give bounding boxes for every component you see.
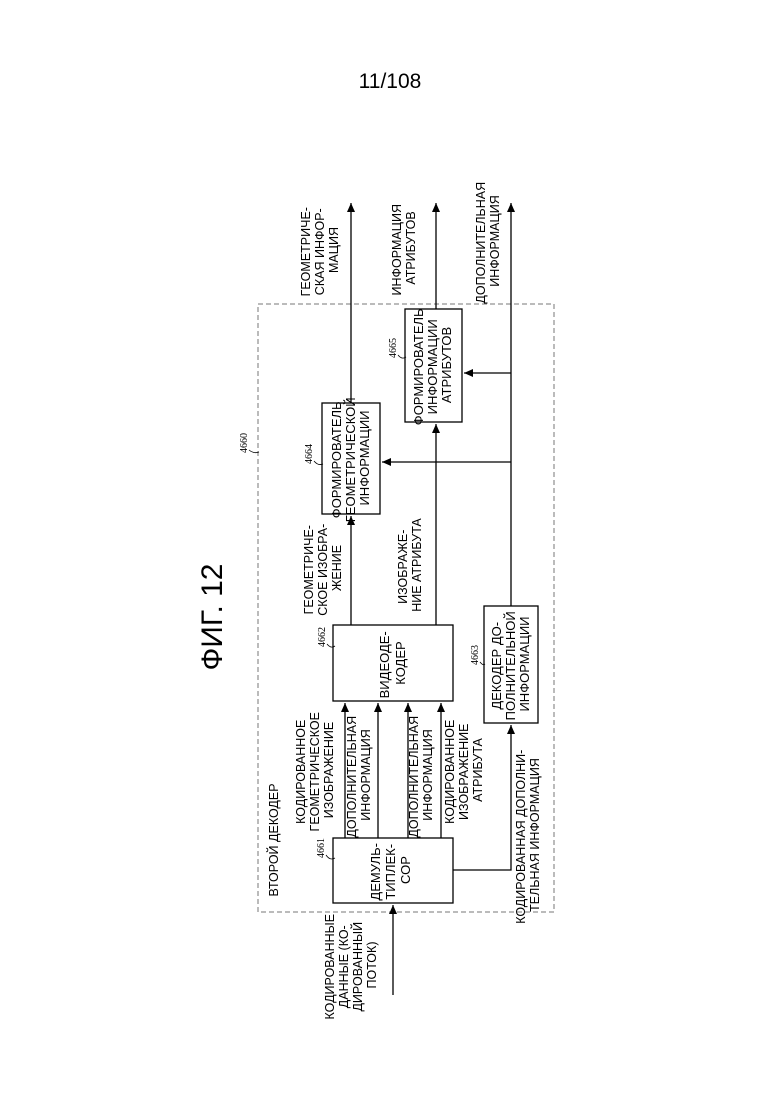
aux-info-1-label: ДОПОЛНИТЕЛЬНАЯ ИНФОРМАЦИЯ bbox=[345, 712, 373, 837]
second-decoder-label: ВТОРОЙ ДЕКОДЕР bbox=[266, 783, 281, 896]
aux-info-decoder-label: ДЕКОДЕР ДО- ПОЛНИТЕЛЬНОЙ ИНФОРМАЦИИ bbox=[489, 608, 532, 721]
encoded-attribute-line-2: ИЗОБРАЖЕНИЕ bbox=[457, 724, 471, 820]
geometry-image-line-1: ГЕОМЕТРИЧЕ- bbox=[302, 525, 316, 614]
attribute-info-output-line-1: ИНФОРМАЦИЯ bbox=[390, 204, 404, 295]
attribute-image-line-2: НИЕ АТРИБУТА bbox=[410, 518, 424, 612]
attribute-image-label: ИЗОБРАЖЕ- НИЕ АТРИБУТА bbox=[396, 518, 424, 612]
geometry-info-generator-line-1: ФОРМИРОВАТЕЛЬ bbox=[329, 401, 344, 518]
encoded-geometry-line-2: ГЕОМЕТРИЧЕСКОЕ bbox=[308, 712, 322, 831]
encoded-attribute-line-3: АТРИБУТА bbox=[471, 737, 485, 801]
geometry-info-output-line-1: ГЕОМЕТРИЧЕ- bbox=[299, 207, 313, 296]
aux-info-2-label: ДОПОЛНИТЕЛЬНАЯ ИНФОРМАЦИЯ bbox=[407, 712, 435, 837]
geometry-info-output-line-3: МАЦИЯ bbox=[327, 227, 341, 273]
encoded-geometry-line-1: КОДИРОВАННОЕ bbox=[294, 720, 308, 824]
demultiplexer-line-3: СОР bbox=[398, 856, 413, 884]
ref-4662: 4662 bbox=[317, 627, 328, 647]
encoded-geometry-label: КОДИРОВАННОЕ ГЕОМЕТРИЧЕСКОЕ ИЗОБРАЖЕНИЕ bbox=[294, 709, 336, 832]
geometry-info-generator-line-3: ИНФОРМАЦИИ bbox=[357, 410, 372, 505]
geometry-info-generator-line-2: ГЕОМЕТРИЧЕСКОЙ bbox=[343, 397, 358, 522]
attribute-image-line-1: ИЗОБРАЖЕ- bbox=[396, 530, 410, 604]
aux-info-decoder-line-2: ПОЛНИТЕЛЬНОЙ bbox=[503, 611, 518, 720]
encoded-attribute-line-1: КОДИРОВАННОЕ bbox=[443, 720, 457, 824]
demultiplexer-line-1: ДЕМУЛЬ- bbox=[368, 843, 383, 901]
aux-info-decoder-line-1: ДЕКОДЕР ДО- bbox=[489, 622, 504, 710]
aux-info-1-line-2: ИНФОРМАЦИЯ bbox=[359, 729, 373, 820]
ref-4664: 4664 bbox=[304, 444, 315, 464]
demultiplexer-line-2: ТИПЛЕК- bbox=[383, 844, 398, 900]
aux-info-output-line-1: ДОПОЛНИТЕЛЬНАЯ bbox=[474, 182, 488, 304]
input-label-line-3: ДИРОВАННЫЙ bbox=[350, 922, 365, 1012]
aux-info-output-label: ДОПОЛНИТЕЛЬНАЯ ИНФОРМАЦИЯ bbox=[474, 178, 502, 303]
geometry-info-output-line-2: СКАЯ ИНФОР- bbox=[313, 208, 327, 295]
ref-4663: 4663 bbox=[470, 645, 481, 665]
input-label-line-4: ПОТОК) bbox=[365, 942, 379, 989]
video-decoder-line-2: КОДЕР bbox=[393, 641, 408, 684]
ref-4665: 4665 bbox=[388, 338, 399, 358]
attribute-info-output-line-2: АТРИБУТОВ bbox=[404, 211, 418, 284]
aux-info-2-line-1: ДОПОЛНИТЕЛЬНАЯ bbox=[407, 716, 421, 838]
ref-4660: 4660 bbox=[239, 433, 250, 453]
aux-info-decoder-line-3: ИНФОРМАЦИИ bbox=[517, 616, 532, 711]
geometry-image-line-2: СКОЕ ИЗОБРА- bbox=[316, 524, 330, 616]
attribute-info-generator-line-1: ФОРМИРОВАТЕЛЬ bbox=[411, 308, 426, 425]
aux-info-output-line-2: ИНФОРМАЦИЯ bbox=[488, 195, 502, 286]
attribute-info-generator-line-3: АТРИБУТОВ bbox=[439, 327, 454, 403]
encoded-geometry-line-3: ИЗОБРАЖЕНИЕ bbox=[322, 722, 336, 818]
input-label-line-2: ДАННЫЕ (КО- bbox=[337, 925, 351, 1008]
aux-info-2-line-2: ИНФОРМАЦИЯ bbox=[421, 729, 435, 820]
attribute-info-output-label: ИНФОРМАЦИЯ АТРИБУТОВ bbox=[390, 201, 418, 296]
aux-info-1-line-1: ДОПОЛНИТЕЛЬНАЯ bbox=[345, 716, 359, 838]
geometry-image-label: ГЕОМЕТРИЧЕ- СКОЕ ИЗОБРА- ЖЕНИЕ bbox=[302, 520, 344, 616]
video-decoder-line-1: ВИДЕОДЕ- bbox=[377, 631, 392, 698]
geometry-info-generator-label: ФОРМИРОВАТЕЛЬ ГЕОМЕТРИЧЕСКОЙ ИНФОРМАЦИИ bbox=[329, 394, 372, 523]
encoded-aux-info-line-2: ТЕЛЬНАЯ ИНФОРМАЦИЯ bbox=[528, 758, 542, 912]
encoded-aux-info-line-1: КОДИРОВАННАЯ ДОПОЛНИ- bbox=[514, 750, 528, 924]
figure-title: ФИГ. 12 bbox=[196, 564, 229, 671]
input-label: КОДИРОВАННЫЕ ДАННЫЕ (КО- ДИРОВАННЫЙ ПОТО… bbox=[323, 910, 379, 1019]
geometry-info-output-label: ГЕОМЕТРИЧЕ- СКАЯ ИНФОР- МАЦИЯ bbox=[299, 204, 341, 297]
attribute-info-generator-line-2: ИНФОРМАЦИИ bbox=[425, 319, 440, 414]
encoded-aux-info-label: КОДИРОВАННАЯ ДОПОЛНИ- ТЕЛЬНАЯ ИНФОРМАЦИЯ bbox=[514, 746, 542, 924]
input-label-line-1: КОДИРОВАННЫЕ bbox=[323, 914, 337, 1020]
encoded-attribute-label: КОДИРОВАННОЕ ИЗОБРАЖЕНИЕ АТРИБУТА bbox=[443, 716, 485, 824]
ref-4661: 4661 bbox=[316, 838, 327, 858]
geometry-image-line-3: ЖЕНИЕ bbox=[330, 545, 344, 591]
